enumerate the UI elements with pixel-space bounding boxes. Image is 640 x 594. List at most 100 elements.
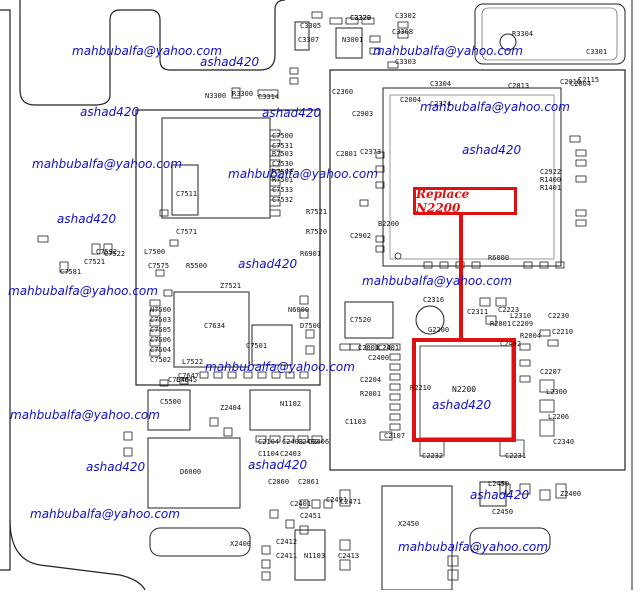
component-label: R2001 <box>360 390 382 398</box>
component-label: G2200 <box>428 326 450 334</box>
smd-pad <box>231 87 241 99</box>
watermark-handle-5: ashad420 <box>57 212 117 226</box>
component-label: C2801 <box>336 150 358 158</box>
component-label: C3304 <box>430 80 452 88</box>
smd-pad <box>269 129 281 137</box>
component-label: C1104 <box>258 450 280 458</box>
component-label: C7646 <box>168 376 190 384</box>
smd-pad <box>555 261 565 269</box>
smd-pad <box>269 159 281 167</box>
component-label: C2813 <box>508 82 530 90</box>
smd-pad <box>159 379 169 387</box>
component-label: C2115 <box>578 76 600 84</box>
smd-pad <box>375 181 385 189</box>
component-label: C2209 <box>512 320 534 328</box>
smd-components <box>37 11 587 581</box>
smd-pad <box>349 343 361 351</box>
component-label: L2300 <box>546 388 568 396</box>
component-label: Z2404 <box>220 404 242 412</box>
component-label: C7503 <box>150 316 172 324</box>
smd-pad <box>149 309 161 317</box>
component-label: C2403 <box>280 450 302 458</box>
smd-pad <box>323 499 333 509</box>
component-label: C7511 <box>176 190 198 198</box>
component-label: C3302 <box>395 12 417 20</box>
shield-top-right <box>474 3 626 65</box>
component-label: R2001 <box>490 320 512 328</box>
component-label: C2922 <box>540 168 562 176</box>
shield-main-right <box>329 69 626 471</box>
smd-pad <box>519 359 531 367</box>
part-c3305 <box>294 21 310 51</box>
watermark-email-2: mahbubalfa@yahoo.com <box>373 44 523 58</box>
smd-pad <box>299 309 309 319</box>
component-label: C2061 <box>298 478 320 486</box>
smd-pad <box>149 329 161 337</box>
chip-l7500 <box>171 164 199 216</box>
watermark-email-1: mahbubalfa@yahoo.com <box>72 44 222 58</box>
smd-pad <box>485 315 497 325</box>
smd-pad <box>575 209 587 217</box>
component-label: C2451 <box>300 512 322 520</box>
component-label: C7522 <box>104 250 126 258</box>
watermark-handle-6: ashad420 <box>238 257 298 271</box>
component-label: C7500 <box>272 132 294 140</box>
smd-pad <box>397 21 409 29</box>
smd-pad <box>345 17 359 25</box>
smd-pad <box>261 559 271 569</box>
component-label: R7520 <box>306 228 328 236</box>
processor-pin1 <box>394 252 402 260</box>
watermark-handle-9: ashad420 <box>470 488 530 502</box>
smd-pad <box>299 295 309 305</box>
part-g2200 <box>344 301 394 339</box>
component-label: C7501 <box>246 342 268 350</box>
component-label: C2311 <box>467 308 489 316</box>
watermark-handle-1: ashad420 <box>200 55 260 69</box>
smd-pad <box>59 261 69 273</box>
smd-pad <box>269 179 281 187</box>
n2200-chip-label: N2200 <box>452 385 477 394</box>
smd-pad <box>155 269 165 277</box>
smd-pad <box>569 135 581 143</box>
smd-pad <box>283 435 295 443</box>
smd-pad <box>227 371 237 379</box>
board-bottom-curve <box>9 519 146 591</box>
chip-n6000 <box>251 324 293 366</box>
smd-pad <box>375 151 385 159</box>
component-label: R7502 <box>272 168 294 176</box>
smd-pad <box>379 431 393 441</box>
component-label: C3305 <box>300 22 322 30</box>
component-label: C2450 <box>492 508 514 516</box>
smd-pad <box>103 243 113 255</box>
smd-pad <box>269 199 281 207</box>
component-label: L7522 <box>182 358 204 366</box>
smd-pad <box>423 261 433 269</box>
smd-pad <box>389 383 401 391</box>
board-outline <box>19 0 286 106</box>
smd-pad <box>289 77 299 85</box>
part-n3001 <box>335 27 363 59</box>
smd-pad <box>339 343 351 351</box>
component-label: N1102 <box>280 400 302 408</box>
component-label: N3001 <box>342 36 364 44</box>
component-label: C7502 <box>150 356 172 364</box>
chip-n1103 <box>294 529 326 581</box>
smd-pad <box>471 261 481 269</box>
component-label: C7634 <box>204 322 226 330</box>
part-b2200 <box>415 305 445 335</box>
component-label: C2231 <box>505 452 527 460</box>
smd-pad <box>285 371 295 379</box>
smd-pad <box>547 339 559 347</box>
smd-pad <box>447 555 459 567</box>
component-label: C7571 <box>176 228 198 236</box>
component-label: C3314 <box>258 93 280 101</box>
smd-pad <box>159 209 169 217</box>
component-label: R3304 <box>512 30 534 38</box>
smd-pad <box>389 363 401 371</box>
component-label: C2001 <box>358 344 380 352</box>
component-label: C2406 <box>308 438 330 446</box>
smd-pad <box>539 489 551 501</box>
smd-pad <box>149 349 161 357</box>
component-label: C7505 <box>150 326 172 334</box>
